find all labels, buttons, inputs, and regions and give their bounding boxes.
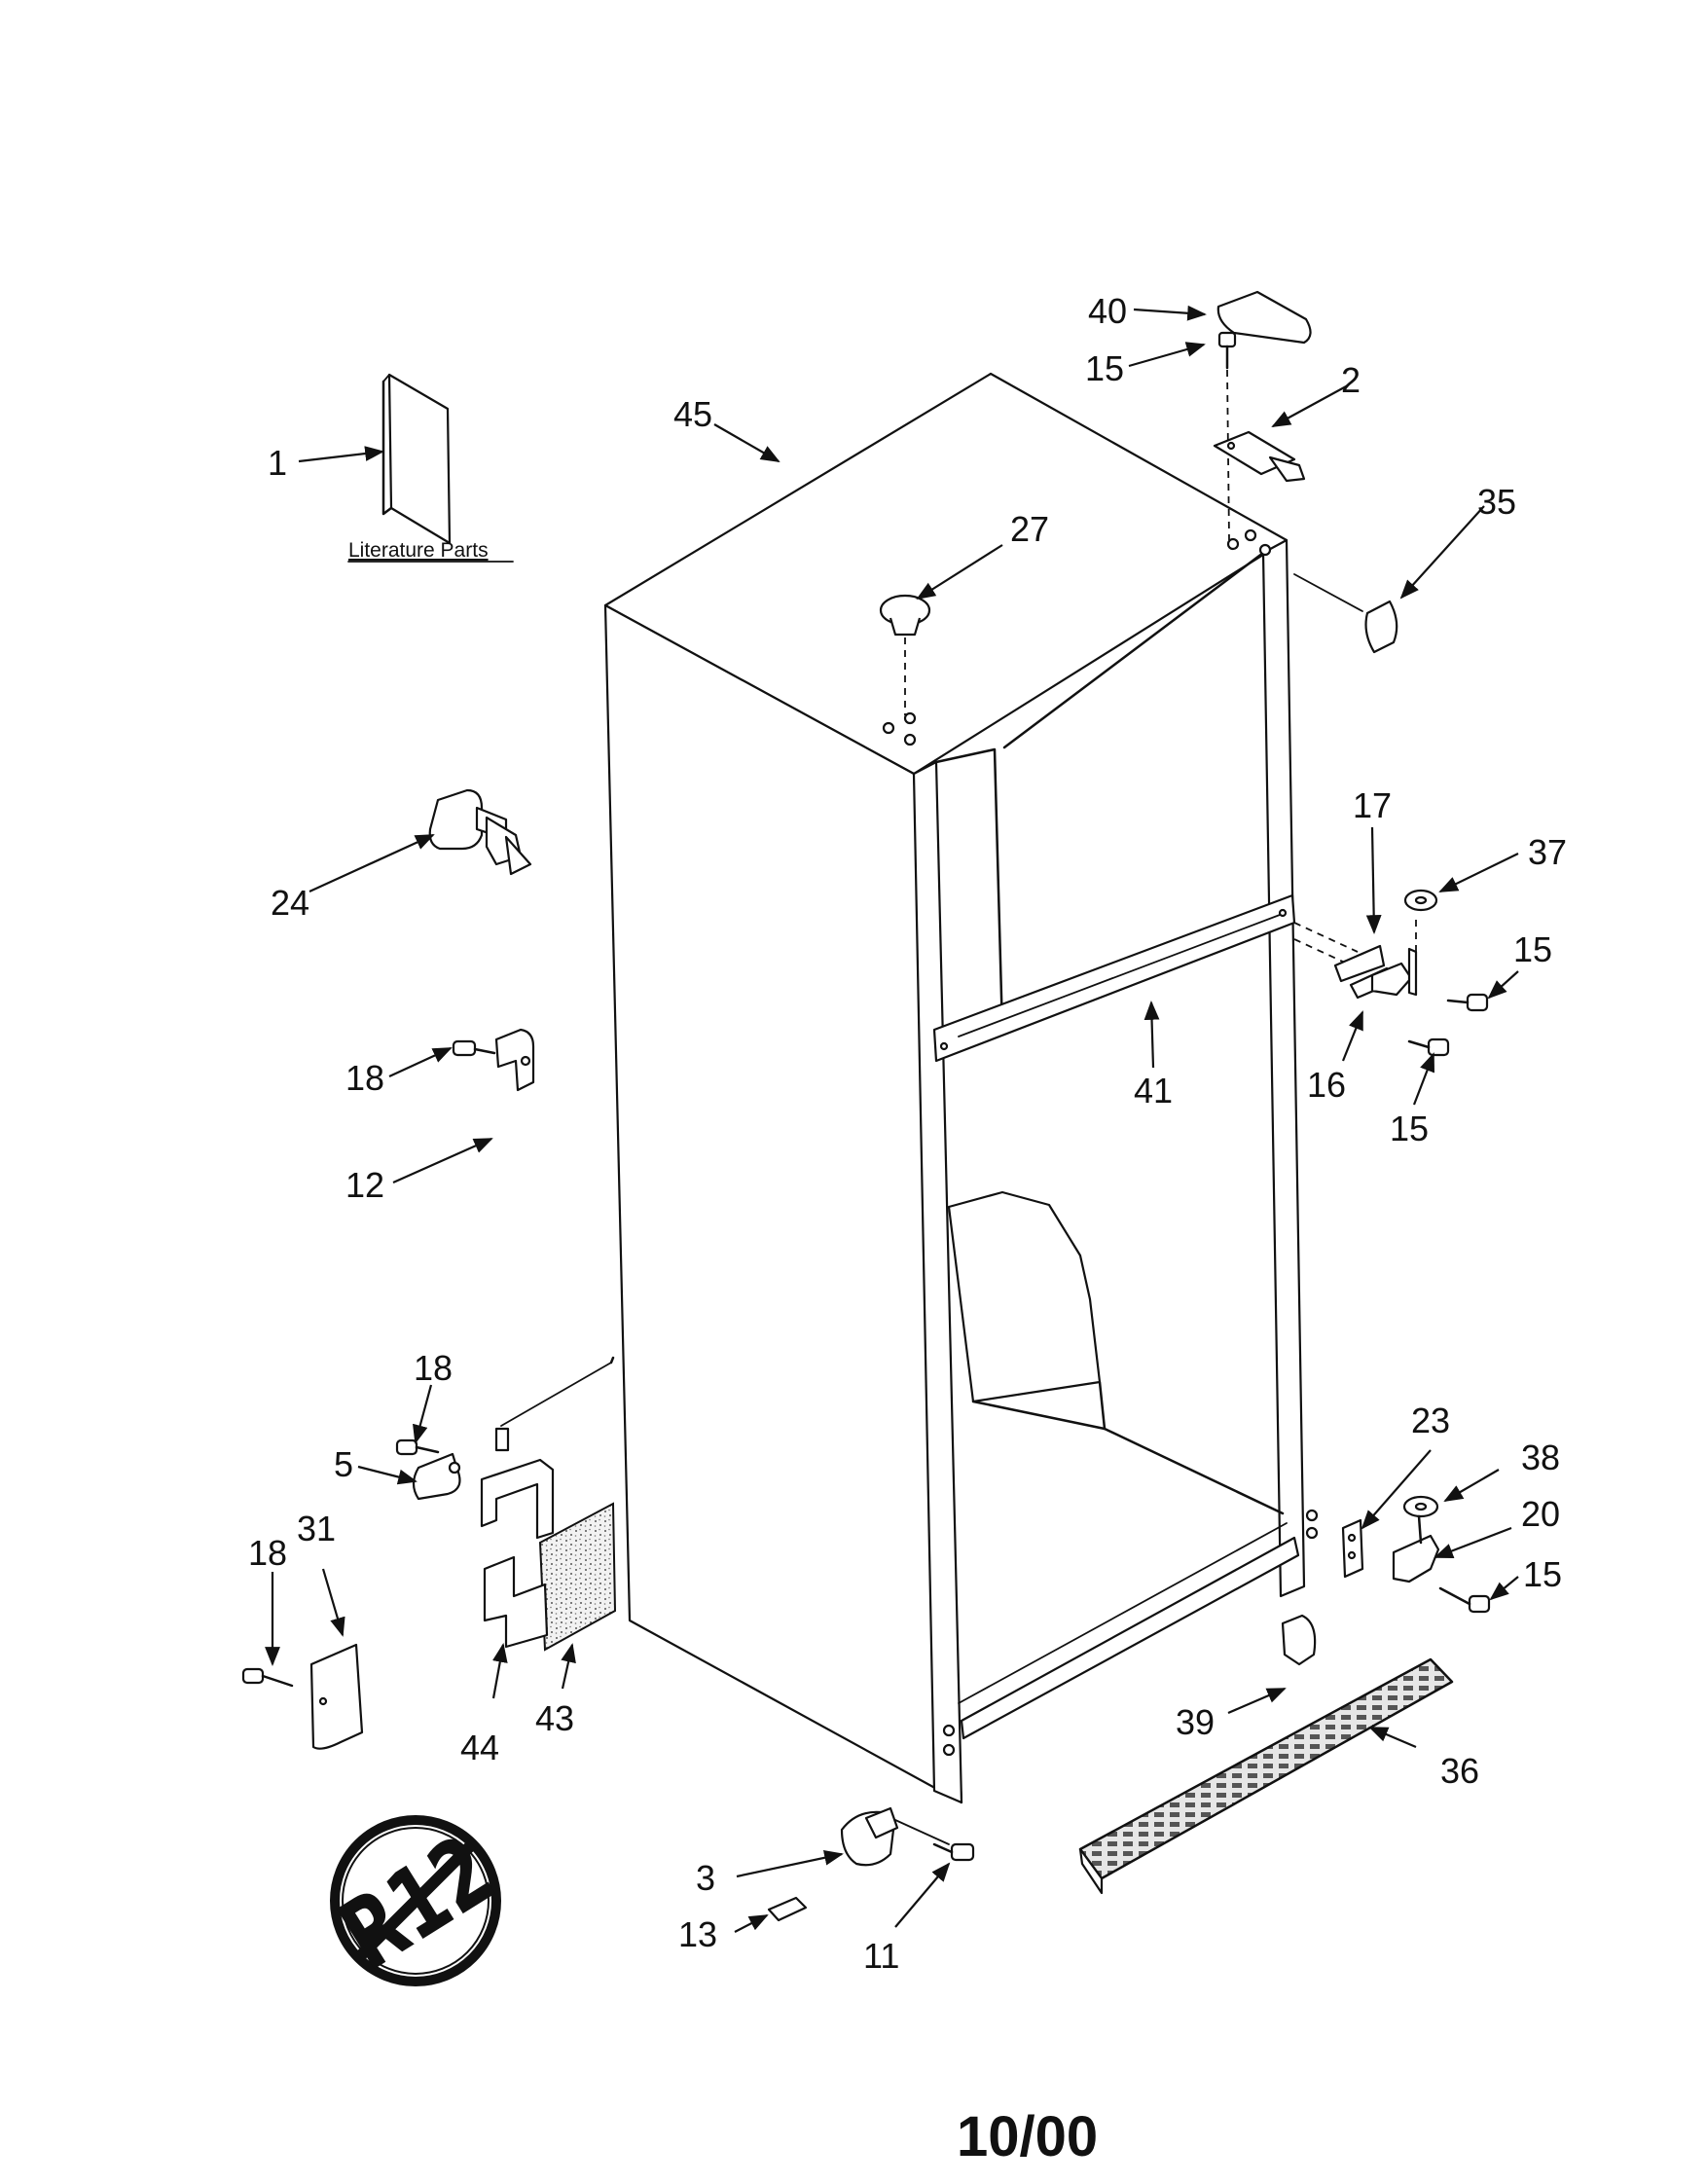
grille-clip — [1281, 1614, 1317, 1666]
callout-5: 5 — [334, 1444, 353, 1484]
callout-20: 20 — [1521, 1494, 1560, 1534]
callout-38: 38 — [1521, 1438, 1560, 1477]
callout-15-center-right: 15 — [1513, 929, 1552, 969]
callout-27: 27 — [1010, 509, 1049, 549]
callout-24: 24 — [271, 883, 309, 923]
callout-2: 2 — [1341, 360, 1361, 400]
toe-grille — [1078, 1657, 1454, 1895]
literature-parts-label: Literature Parts — [348, 539, 489, 562]
callout-15-bottom: 15 — [1523, 1554, 1562, 1594]
center-hinge — [1293, 920, 1418, 1000]
refrigerator-cabinet — [603, 372, 1319, 1804]
top-hinge — [1213, 430, 1306, 483]
bracket-with-screw — [452, 1028, 535, 1092]
hinge-cap — [1293, 573, 1398, 654]
callout-40: 40 — [1088, 291, 1127, 331]
callout-39: 39 — [1176, 1702, 1215, 1742]
callout-18-left: 18 — [248, 1533, 287, 1573]
roller-assembly — [767, 1806, 975, 1922]
callout-36: 36 — [1440, 1751, 1479, 1791]
callout-45: 45 — [673, 394, 712, 434]
hinge-cover-left — [241, 1643, 364, 1750]
callout-15-top: 15 — [1085, 348, 1124, 388]
literature-booklet — [381, 373, 452, 545]
callout-43: 43 — [535, 1698, 574, 1738]
callout-12: 12 — [345, 1165, 384, 1205]
callout-17: 17 — [1353, 785, 1392, 825]
callout-44: 44 — [460, 1728, 499, 1767]
divider-rail — [932, 893, 1296, 1063]
top-hinge-cover — [1216, 290, 1312, 345]
no-r12-refrigerant-icon: R12 — [320, 1813, 513, 1992]
top-plug — [879, 594, 931, 715]
callout-11: 11 — [863, 1936, 899, 1976]
callout-41: 41 — [1134, 1071, 1173, 1110]
callout-15-center-lower: 15 — [1390, 1109, 1429, 1148]
callout-31: 31 — [297, 1509, 336, 1548]
callout-13: 13 — [678, 1914, 717, 1954]
center-hinge-washer — [1403, 889, 1438, 912]
lower-left-assembly — [395, 1362, 617, 1652]
callout-37: 37 — [1528, 832, 1567, 872]
leader-arrows — [265, 305, 1519, 1933]
hinge-screw-top — [1217, 331, 1237, 541]
callout-16: 16 — [1307, 1065, 1346, 1105]
callout-23: 23 — [1411, 1401, 1450, 1440]
callout-18-lower: 18 — [414, 1348, 453, 1388]
callout-labels: 1 2 3 5 11 12 13 15 15 15 15 16 17 18 18… — [248, 291, 1567, 2168]
callout-18-mid: 18 — [345, 1058, 384, 1098]
bottom-hinge-assembly — [1341, 1495, 1491, 1614]
callout-35: 35 — [1477, 482, 1516, 522]
center-hinge-screws — [1407, 993, 1489, 1057]
revision-date: 10/00 — [957, 2105, 1098, 2168]
callout-3: 3 — [696, 1858, 715, 1898]
leveling-leg — [428, 788, 532, 876]
callout-1: 1 — [268, 443, 287, 483]
